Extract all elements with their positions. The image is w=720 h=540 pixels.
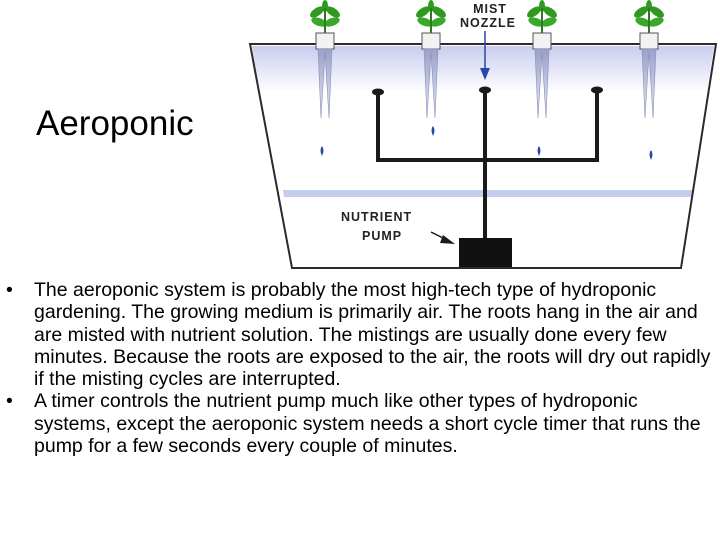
plant-1 <box>310 0 340 119</box>
arrow-icon <box>480 31 490 80</box>
plant-icon <box>634 0 664 34</box>
bullet-text: A timer controls the nutrient pump much … <box>34 390 701 458</box>
aeroponic-diagram-svg: MIST NOZZLE NUTRIENT PUMP <box>248 0 718 269</box>
net-pot <box>639 32 659 50</box>
net-pot <box>421 32 441 50</box>
list-item: • A timer controls the nutrient pump muc… <box>0 390 716 457</box>
pipe-outer <box>376 90 599 162</box>
aeroponic-diagram: MIST NOZZLE NUTRIENT PUMP <box>245 0 720 300</box>
roots <box>534 48 550 119</box>
slide-title: Aeroponic <box>36 104 194 143</box>
plant-2 <box>416 0 446 119</box>
arrow-icon <box>430 231 455 244</box>
bullet-list: • The aeroponic system is probably the m… <box>0 279 716 457</box>
bullet-text: The aeroponic system is probably the mos… <box>34 279 711 391</box>
label-nozzle: NOZZLE <box>460 16 516 30</box>
bullet-marker: • <box>6 390 13 413</box>
nozzle-icon <box>372 88 384 96</box>
nozzle-icon <box>591 86 603 94</box>
plant-icon <box>310 0 340 34</box>
plant-3 <box>527 0 557 119</box>
droplet-icon <box>649 150 653 160</box>
pipe-manifold <box>376 90 599 238</box>
roots <box>423 48 439 119</box>
plant-icon <box>416 0 446 34</box>
net-pot <box>532 32 552 50</box>
roots <box>641 48 657 119</box>
label-mist: MIST <box>473 2 507 16</box>
droplet-icon <box>320 146 324 156</box>
plant-icon <box>527 0 557 34</box>
pump-icon <box>459 238 512 267</box>
roots <box>317 48 333 119</box>
droplet-icon <box>537 146 541 156</box>
droplet-icon <box>431 126 435 136</box>
label-pump: PUMP <box>362 229 402 243</box>
nutrient-surface <box>283 190 694 197</box>
list-item: • The aeroponic system is probably the m… <box>0 279 716 390</box>
nozzle-icon <box>479 86 491 94</box>
label-nutrient: NUTRIENT <box>341 210 412 224</box>
bullet-marker: • <box>6 279 13 301</box>
plant-4 <box>634 0 664 119</box>
net-pot <box>315 32 335 50</box>
